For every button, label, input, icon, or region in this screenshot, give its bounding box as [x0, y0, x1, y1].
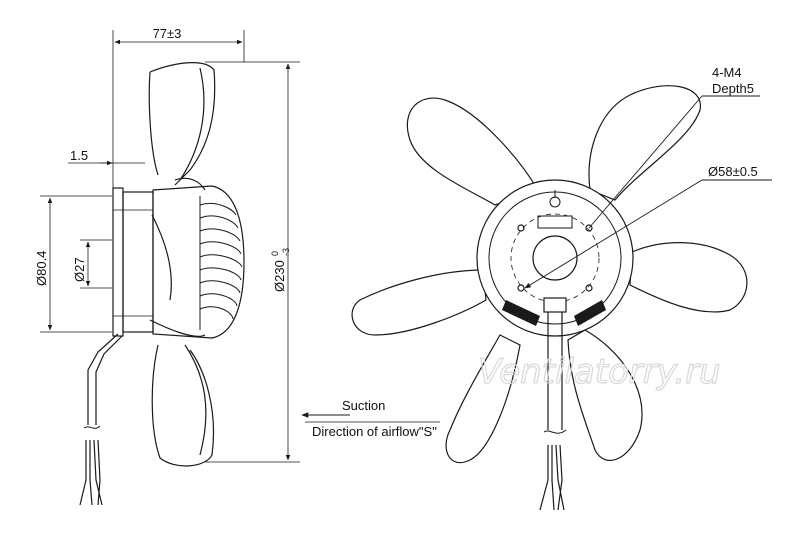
fan-diameter-label: Ø230 [272, 260, 287, 292]
hub-stamp-left [502, 300, 540, 326]
depth-label: 77±3 [153, 26, 182, 41]
side-view [40, 30, 300, 506]
rotor-fins [199, 196, 243, 330]
motor-diameter-dimension [40, 195, 112, 333]
cable-front [547, 312, 563, 430]
offset-label: 1.5 [70, 148, 88, 163]
fan-diameter-label-group: Ø230 0 -3 [270, 248, 291, 292]
blade-left [351, 269, 487, 336]
cable-wires-side [79, 439, 103, 506]
airflow-indicator [301, 412, 440, 423]
bolt-circle [510, 213, 600, 303]
blade-profile-side [148, 62, 216, 467]
front-view [351, 85, 748, 511]
blade-edge-side [179, 67, 207, 456]
hub-stamp-right [574, 300, 606, 326]
screw-hole-2 [585, 224, 593, 232]
shaft-diameter-label: Ø27 [72, 257, 87, 282]
callout-leaders [524, 95, 772, 289]
motor-body [122, 191, 154, 333]
blade-lower [567, 329, 643, 461]
cable-gland [543, 297, 567, 313]
screw-spec-line1: 4-M4 [712, 65, 742, 80]
hub-label-plate [537, 215, 573, 229]
screw-spec-line2: Depth5 [712, 81, 754, 96]
hub-outer [476, 179, 634, 337]
blade-upper-left [406, 97, 539, 206]
screw-hole-4 [585, 284, 593, 292]
blade-right [629, 242, 748, 313]
fan-diameter-dimension [205, 61, 300, 463]
fan-diameter-tol-upper: 0 [270, 251, 280, 256]
shaft-diameter-dimension [80, 239, 112, 289]
depth-dimension [112, 30, 245, 190]
blade-upper-right [588, 85, 701, 201]
airflow-suction-label: Suction [342, 398, 385, 413]
screw-hole-1 [517, 224, 525, 232]
fan-diameter-tol-lower: -3 [281, 248, 291, 256]
rotor-body [152, 185, 245, 339]
airflow-direction-label: Direction of airflow"S" [312, 424, 437, 439]
motor-diameter-label: Ø80.4 [34, 251, 49, 286]
bolt-circle-label: Ø58±0.5 [708, 164, 758, 179]
screw-hole-3 [517, 284, 525, 292]
blade-lower-left [445, 334, 521, 464]
hub-center-bore [532, 235, 578, 281]
cable-side [87, 333, 123, 425]
cable-wires-front [539, 444, 565, 511]
watermark: Ventilatorry.ru [478, 352, 721, 392]
blade-mid-side [149, 177, 206, 337]
